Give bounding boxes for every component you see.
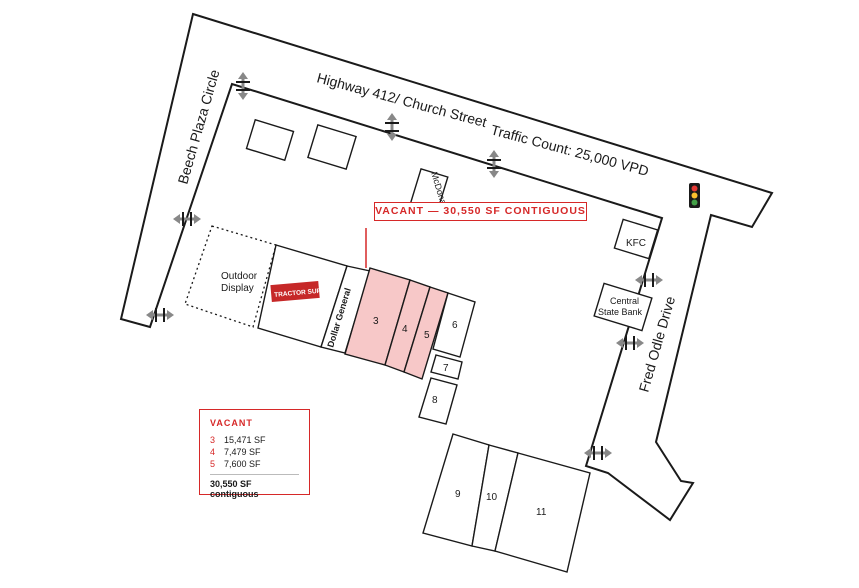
unit-8 [418, 377, 458, 425]
traffic-light-icon [689, 183, 700, 208]
access-arrow-icon [236, 72, 250, 100]
legend-row: 5 7,600 SF [210, 458, 299, 470]
unit-11 [494, 452, 591, 573]
svg-text:Outdoor: Outdoor [221, 271, 258, 282]
legend-unit: 5 [210, 459, 216, 469]
outdoor-display-area: Outdoor Display [184, 225, 277, 328]
pad-building-1 [245, 118, 295, 162]
dollar-general-building: Dollar General [320, 265, 371, 354]
vacancy-legend: VACANT 3 15,471 SF 4 7,479 SF 5 7,600 SF… [199, 409, 310, 499]
kfc-building: KFC [613, 218, 659, 260]
highway-412-road [119, 12, 774, 522]
legend-unit: 4 [210, 447, 216, 457]
unit-8-label: 8 [432, 395, 438, 406]
legend-title: VACANT [210, 418, 253, 428]
unit-3-label: 3 [373, 316, 379, 327]
unit-10-label: 10 [486, 492, 498, 503]
legend-row: 3 15,471 SF [210, 434, 299, 446]
unit-5-vacant [403, 286, 449, 380]
access-arrow-icon [635, 273, 663, 287]
legend-size: 7,600 SF [224, 459, 261, 469]
legend-size: 15,471 SF [224, 435, 266, 445]
access-arrow-icon [487, 150, 501, 178]
legend-total: 30,550 SF contiguous [210, 479, 259, 499]
access-arrow-icon [616, 336, 644, 350]
svg-text:Display: Display [221, 283, 254, 294]
access-arrow-icon [584, 446, 612, 460]
legend-size: 7,479 SF [224, 447, 261, 457]
central-state-bank-building: Central State Bank [593, 282, 653, 332]
unit-11-label: 11 [536, 507, 547, 518]
tractor-supply-building: TRACTOR SUPPLY Co [257, 244, 348, 348]
unit-6-label: 6 [452, 320, 458, 331]
legend-unit: 3 [210, 435, 216, 445]
unit-7-label: 7 [443, 363, 449, 374]
svg-text:State Bank: State Bank [598, 307, 643, 317]
unit-9-label: 9 [455, 489, 461, 500]
unit-7 [430, 354, 463, 380]
unit-6 [432, 292, 476, 358]
pad-building-2 [307, 124, 357, 170]
svg-text:Central: Central [610, 296, 639, 306]
vacant-callout: VACANT — 30,550 SF CONTIGUOUS [374, 202, 587, 221]
access-arrow-icon [173, 212, 201, 226]
legend-divider [210, 474, 299, 475]
unit-4-label: 4 [402, 324, 408, 335]
legend-row: 4 7,479 SF [210, 446, 299, 458]
unit-5-label: 5 [424, 330, 430, 341]
svg-text:KFC: KFC [626, 238, 646, 249]
access-arrow-icon [385, 113, 399, 141]
access-arrow-icon [146, 308, 174, 322]
